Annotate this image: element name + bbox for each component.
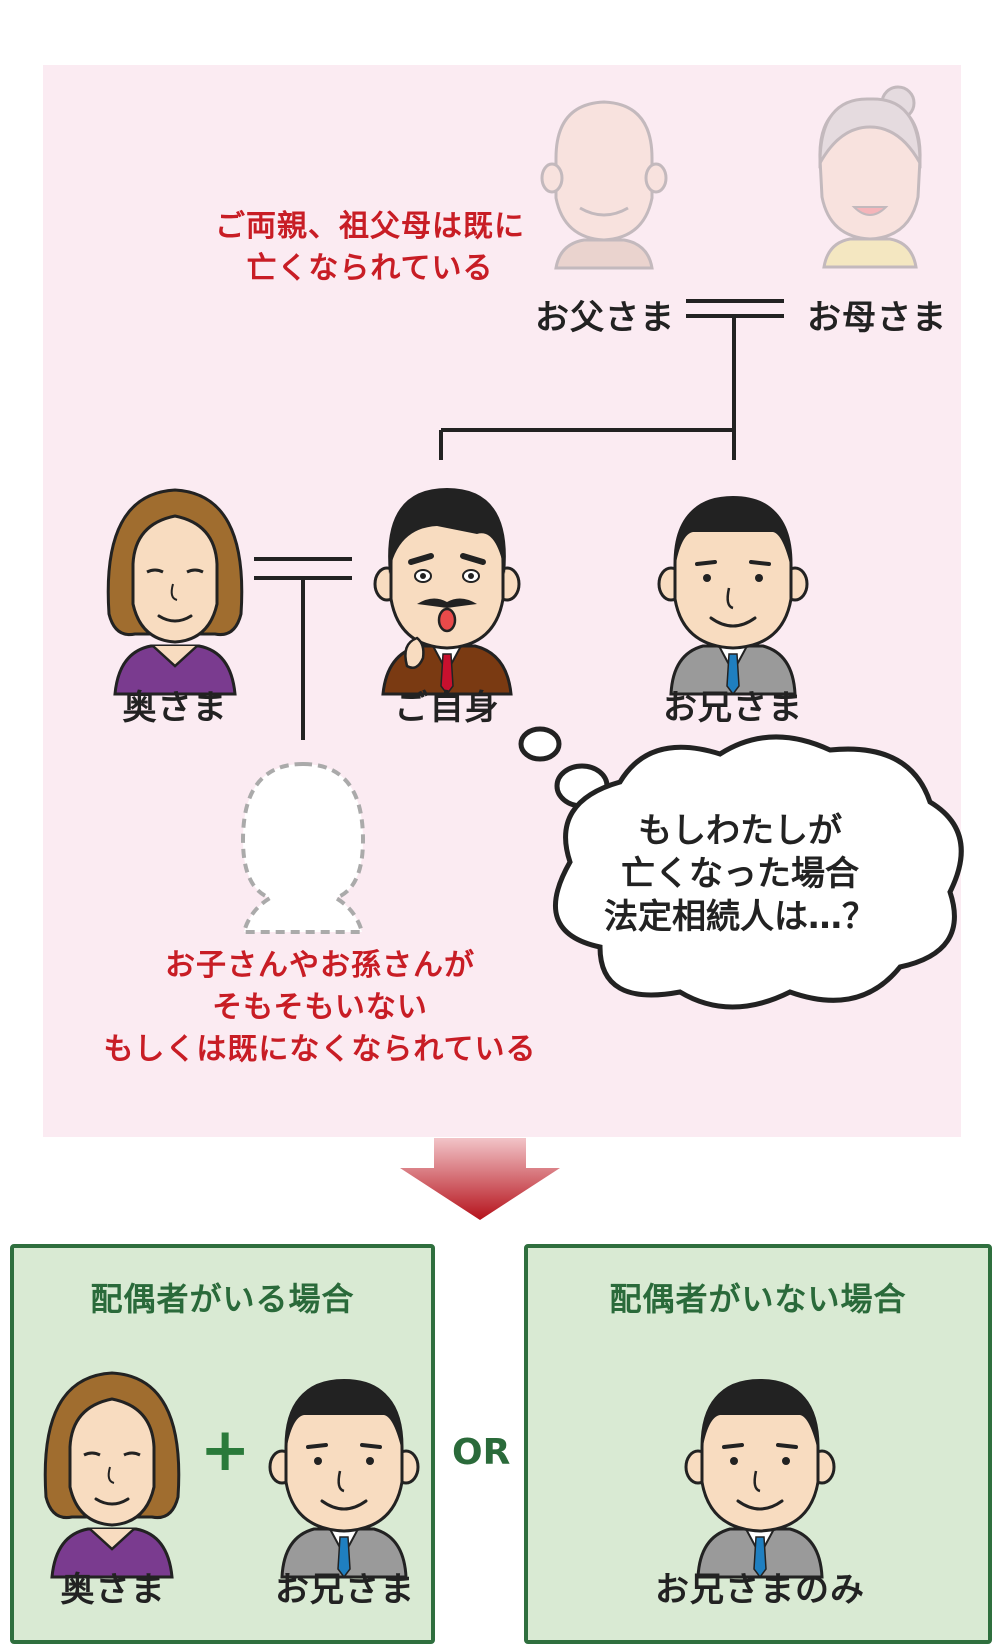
wife-figure	[106, 488, 244, 696]
note-line: 亡くなられている	[246, 251, 494, 286]
or-label: OR	[452, 1432, 511, 1473]
result-brother-figure	[268, 1377, 420, 1579]
note-line: そもそもいない	[212, 990, 428, 1025]
mother-figure	[818, 85, 922, 269]
result-brother-only-figure	[684, 1377, 836, 1579]
thought-text: もしわたしが 亡くなった場合 法定相続人は…？	[570, 810, 910, 939]
parents-deceased-note: ご両親、祖父母は既に 亡くなられている	[170, 206, 570, 290]
thought-line: 法定相続人は…？	[604, 897, 876, 937]
note-line: もしくは既になくなられている	[103, 1032, 537, 1067]
no-spouse-title: 配偶者がいない場合	[609, 1280, 907, 1318]
note-line: ご両親、祖父母は既に	[215, 209, 525, 244]
no-children-note: お子さんやお孫さんが そもそもいない もしくは既になくなられている	[60, 945, 580, 1071]
result-brother-only-label: お兄さまのみ	[655, 1570, 865, 1610]
brother-figure	[657, 494, 809, 696]
self-figure	[377, 484, 517, 684]
plus-icon: +	[200, 1415, 251, 1485]
down-arrow-icon	[400, 1138, 560, 1220]
thought-line: 亡くなった場合	[621, 854, 859, 894]
result-brother-label: お兄さま	[275, 1570, 415, 1610]
mother-label: お母さま	[807, 298, 947, 338]
with-spouse-title: 配偶者がいる場合	[90, 1280, 355, 1318]
wife-label: 奥さま	[122, 688, 228, 728]
result-wife-label: 奥さま	[60, 1570, 166, 1610]
father-figure	[540, 100, 668, 270]
absent-child-placeholder	[240, 761, 366, 934]
note-line: お子さんやお孫さんが	[165, 948, 475, 983]
thought-bubble	[518, 726, 964, 1010]
self-label: ご自身	[394, 688, 500, 728]
thought-line: もしわたしが	[638, 811, 842, 851]
result-wife-figure	[43, 1371, 181, 1579]
father-label: お父さま	[535, 298, 675, 338]
brother-label: お兄さま	[663, 688, 803, 728]
